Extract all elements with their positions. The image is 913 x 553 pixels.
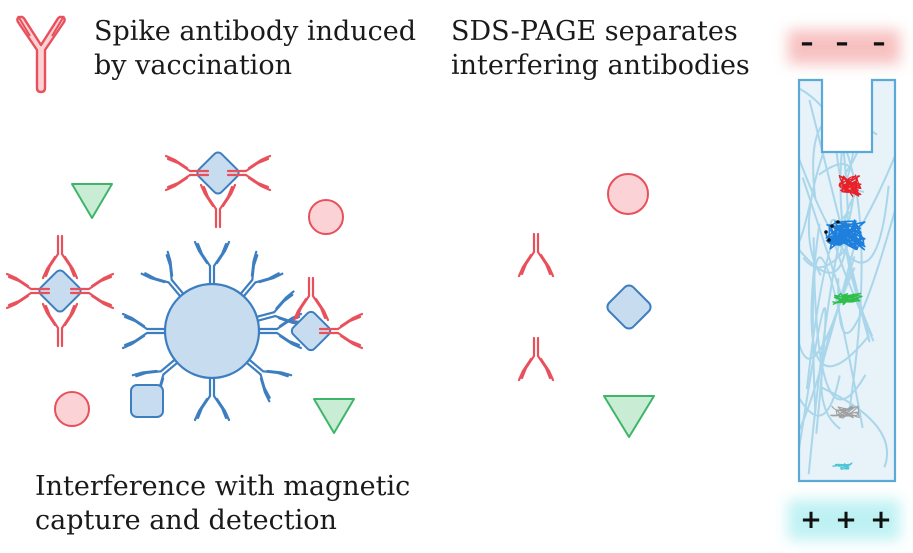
antigen-complex-top	[164, 151, 272, 229]
green-triangle-middle	[603, 395, 655, 438]
gel-body	[797, 78, 897, 483]
gel-fiber	[799, 115, 849, 274]
capture-antibody	[193, 240, 231, 286]
free-antibody-2	[517, 336, 555, 382]
heading-interference: Interference with magnetic capture and d…	[35, 471, 411, 536]
band-scribble	[824, 219, 866, 251]
anode-glow	[788, 500, 900, 540]
band-blue	[824, 219, 866, 251]
green-triangle-left-top	[71, 183, 113, 219]
gel-fiber	[799, 375, 841, 417]
magnetic-bead	[163, 282, 261, 380]
green-triangle-left-bottom	[313, 398, 355, 434]
legend-antibody-text: Spike antibody induced by vaccination	[94, 16, 417, 81]
band-cyan	[832, 462, 853, 471]
antigen-complex-left	[5, 234, 115, 348]
band-dot	[830, 224, 834, 228]
blue-diamond-middle	[606, 284, 652, 330]
free-antibody-1	[517, 232, 555, 278]
red-circle-middle	[607, 173, 649, 215]
band-scribble	[832, 462, 853, 471]
anode-symbol-2: +	[835, 505, 857, 535]
band-scribble	[830, 405, 860, 419]
capture-antibody	[193, 376, 231, 422]
band-dot	[827, 238, 831, 242]
gel-fiber	[810, 223, 870, 368]
antibody-legend-icon	[16, 15, 66, 94]
cathode-symbol-3: –	[872, 28, 886, 58]
band-dot	[824, 230, 828, 234]
cathode-symbol-2: –	[835, 28, 849, 58]
gel-bands	[824, 174, 866, 471]
anode-symbol-1: +	[800, 505, 822, 535]
red-circle-left-top	[308, 199, 344, 235]
gel-fiber	[799, 107, 812, 245]
cathode-symbol-1: –	[800, 28, 814, 58]
red-circle-left-bottom	[54, 391, 90, 427]
gel-fiber	[802, 155, 895, 269]
band-green	[832, 292, 863, 306]
gel-fiber	[812, 237, 867, 401]
anode-symbol-3: +	[870, 505, 892, 535]
antigen-complex-bead	[290, 276, 364, 352]
band-scribble	[838, 174, 862, 198]
band-scribble	[832, 292, 863, 306]
band-red	[838, 174, 862, 198]
cathode-glow	[788, 30, 900, 64]
gel-fiber	[819, 385, 889, 468]
band-dot	[836, 220, 840, 224]
gel-fiber	[805, 211, 851, 390]
antigen-square	[130, 384, 164, 418]
heading-sds-page: SDS-PAGE separates interfering antibodie…	[451, 16, 750, 81]
capture-antibody	[121, 312, 167, 350]
band-gray	[830, 405, 860, 419]
